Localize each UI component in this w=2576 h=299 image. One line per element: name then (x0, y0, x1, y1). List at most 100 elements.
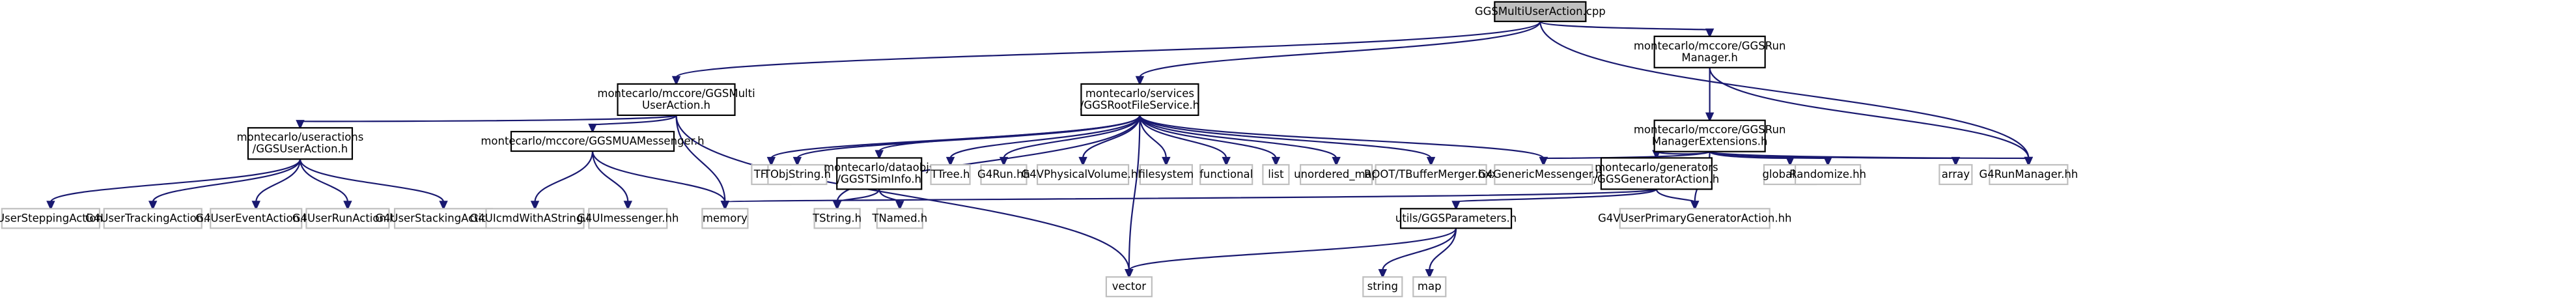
node-label: functional (1199, 168, 1253, 180)
node-functional: functional (1199, 164, 1253, 186)
edge-rootfileservice-to-ggstsiminfo (875, 115, 1141, 160)
node-label: G4VUserPrimaryGeneratorAction.hh (1598, 212, 1792, 224)
node-box (1, 208, 100, 229)
node-label: G4UIcmdWithAString.hh (470, 212, 600, 224)
edge-root-to-ggsmulti (671, 21, 1541, 86)
node-label: montecarlo/mccore/GGSRun (1634, 40, 1786, 52)
node-box (1199, 164, 1253, 186)
edge-rootfileservice-to-ttree (945, 115, 1141, 167)
node-filesystem: filesystem (1138, 164, 1194, 186)
edge-ggsmulti-to-ggsmuamessenger (588, 114, 677, 134)
node-label: TTree.h (931, 168, 970, 180)
node-tstring: TString.h (812, 208, 861, 229)
node-g4uimessenger: G4UImessenger.hh (577, 208, 679, 229)
node-vector: vector (1105, 276, 1153, 298)
edge-ggsgeneratoraction-to-g4vprimarygen (1655, 189, 1700, 211)
node-label: montecarlo/mccore/GGSRun (1634, 124, 1786, 136)
node-label: UserAction.h (642, 99, 710, 111)
node-label: G4Run.hh (977, 168, 1030, 180)
edge-rootfileservice-to-functional (1139, 115, 1231, 167)
node-label: G4GenericMessenger.hh (1478, 168, 1610, 180)
node-box (930, 164, 971, 186)
node-label: string (1367, 280, 1398, 292)
node-box (1494, 1, 1587, 22)
node-rootfileservice[interactable]: montecarlo/services/GGSRootFileService.h (1080, 83, 1199, 117)
node-box (1139, 164, 1193, 186)
node-g4runmanager: G4RunManager.hh (1979, 164, 2078, 186)
node-array: array (1939, 164, 1973, 186)
node-box (1262, 164, 1290, 186)
node-label: memory (703, 212, 748, 224)
node-map: map (1412, 276, 1447, 298)
edge-ggsmuamessenger-to-memory (591, 150, 730, 211)
edge-ggsparameters-to-vector (1125, 227, 1457, 279)
node-box (767, 164, 828, 186)
node-tbuffermerger: ROOT/TBufferMerger.hxx (1364, 164, 1498, 186)
node-ggsmuamessenger[interactable]: montecarlo/mccore/GGSMUAMessenger.h (481, 130, 705, 152)
node-label: montecarlo/mccore/GGSMUAMessenger.h (481, 135, 704, 147)
node-box (485, 208, 585, 229)
node-box (1375, 164, 1487, 186)
node-label: G4UserRunAction.hh (292, 212, 403, 224)
node-label: map (1418, 280, 1442, 292)
node-box (1494, 164, 1593, 186)
node-label: G4RunManager.hh (1979, 168, 2078, 180)
edge-ggsuseraction-to-g4eventaction (251, 159, 301, 211)
node-box (836, 157, 923, 190)
node-box (588, 208, 668, 229)
edge-runmanagerext-to-g4runmanager (1709, 150, 2034, 167)
node-g4trackingaction: G4UserTrackingAction.hh (85, 208, 220, 229)
edge-root-to-runmanager (1539, 20, 1715, 38)
edge-ggsmulti-to-memory (675, 115, 730, 211)
edge-root-to-rootfileservice (1135, 21, 1541, 86)
node-box (876, 208, 923, 229)
node-box (1939, 164, 1973, 186)
node-label: /GGSGeneratorAction.h (1593, 173, 1719, 185)
edge-ggsgeneratoraction-to-ggsparameters (1451, 188, 1657, 211)
node-ggsmulti[interactable]: montecarlo/mccore/GGSMultiUserAction.h (597, 83, 755, 117)
node-box (1300, 164, 1373, 186)
edge-ggsgeneratoraction-to-memory (720, 188, 1657, 211)
node-list: list (1262, 164, 1290, 186)
edge-ggsmulti-to-ggsuseraction (296, 114, 677, 130)
node-g4genericmessenger: G4GenericMessenger.hh (1478, 164, 1610, 186)
edge-ggsmuamessenger-to-g4uimessenger (591, 151, 632, 211)
edge-ggsmuamessenger-to-g4uicmdwithastring (530, 150, 594, 211)
node-g4eventaction: G4UserEventAction.hh (195, 208, 316, 229)
node-ggsparameters[interactable]: utils/GGSParameters.h (1395, 208, 1517, 229)
node-ttree: TTree.h (930, 164, 971, 186)
node-box (813, 208, 861, 229)
node-label: G4VPhysicalVolume.hh (1021, 168, 1144, 180)
node-label: /GGSTSimInfo.h (837, 173, 921, 185)
node-root: GGSMultiUserAction.cpp (1475, 1, 1606, 22)
node-tobjstring: TObjString.h (763, 164, 831, 186)
edge-rootfileservice-to-filesystem (1139, 115, 1171, 167)
node-box (1794, 164, 1862, 186)
node-g4runaction: G4UserRunAction.hh (292, 208, 403, 229)
node-box (617, 83, 736, 117)
node-box (1653, 119, 1766, 152)
node-box (1399, 208, 1513, 229)
node-ggsgeneratoraction[interactable]: montecarlo/generators/GGSGeneratorAction… (1593, 157, 1719, 190)
node-label: unordered_map (1294, 168, 1379, 181)
edge-rootfileservice-to-list (1139, 115, 1281, 167)
edge-ggsuseraction-to-g4trackingaction (148, 159, 301, 211)
node-g4run: G4Run.hh (977, 164, 1030, 186)
node-runmanagerext[interactable]: montecarlo/mccore/GGSRunManagerExtension… (1634, 119, 1786, 152)
node-box (1619, 208, 1771, 229)
node-label: G4UserSteppingAction.hh (0, 212, 120, 224)
node-label: montecarlo/dataobjs (824, 161, 934, 173)
node-ggstsiminfo[interactable]: montecarlo/dataobjs/GGSTSimInfo.h (824, 157, 934, 190)
edges-layer (46, 20, 2034, 279)
node-box (247, 127, 354, 160)
node-string: string (1362, 276, 1403, 298)
node-label: vector (1112, 280, 1147, 292)
node-label: G4UImessenger.hh (577, 212, 679, 224)
node-ggsuseraction[interactable]: montecarlo/useractions/GGSUserAction.h (237, 127, 364, 160)
edge-ggsuseraction-to-g4runaction (299, 159, 352, 211)
node-box (1080, 83, 1199, 117)
edge-rootfileservice-to-g4vphysicalvolume (1078, 115, 1141, 167)
node-label: GGSMultiUserAction.cpp (1475, 5, 1606, 18)
node-box (1362, 276, 1403, 298)
